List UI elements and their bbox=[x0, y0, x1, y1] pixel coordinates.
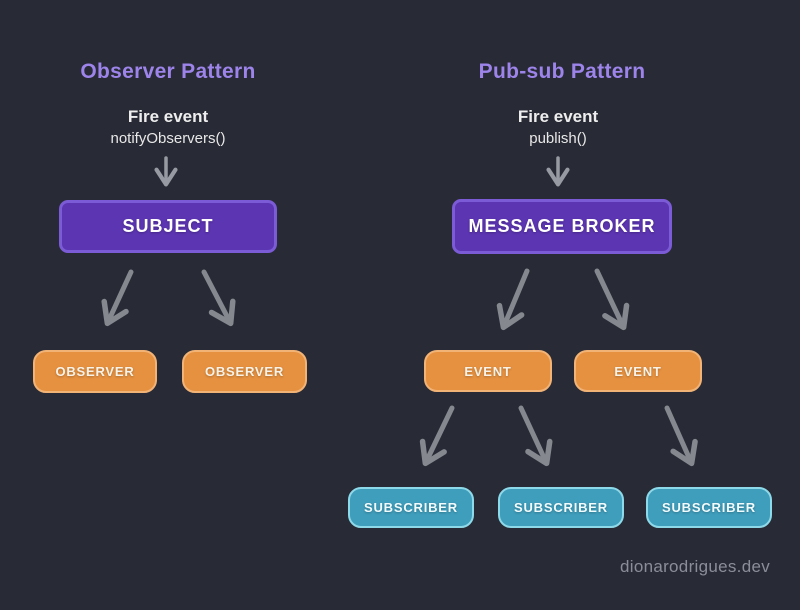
subscriber-node-label: SUBSCRIBER bbox=[364, 500, 458, 515]
subject-node-label: SUBJECT bbox=[122, 216, 214, 236]
arrow-diagonal-icon bbox=[201, 269, 236, 327]
subscriber-node-3: SUBSCRIBER bbox=[646, 487, 772, 528]
arrow-diagonal-icon bbox=[664, 405, 698, 467]
message-broker-node-label: MESSAGE BROKER bbox=[468, 216, 656, 236]
subscriber-node-label: SUBSCRIBER bbox=[514, 500, 608, 515]
observer-fire-method-label: notifyObservers() bbox=[110, 130, 226, 147]
subject-node: SUBJECT bbox=[59, 200, 277, 253]
pubsub-fire-event-label: Fire event bbox=[517, 107, 599, 126]
event-node-2: EVENT bbox=[574, 350, 702, 392]
message-broker-node: MESSAGE BROKER bbox=[452, 199, 672, 254]
event-node-label: EVENT bbox=[614, 363, 662, 379]
arrow-diagonal-icon bbox=[518, 405, 553, 467]
observer-node-2: OBSERVER bbox=[182, 350, 307, 393]
observer-node-1: OBSERVER bbox=[33, 350, 157, 393]
arrow-diagonal-icon bbox=[496, 268, 530, 331]
arrow-diagonal-icon bbox=[419, 405, 455, 467]
arrow-diagonal-icon bbox=[101, 269, 134, 327]
observer-pattern-title: Observer Pattern bbox=[80, 60, 256, 83]
event-node-label: EVENT bbox=[464, 363, 512, 379]
subscriber-node-label: SUBSCRIBER bbox=[662, 500, 756, 515]
pubsub-pattern-title: Pub-sub Pattern bbox=[478, 60, 646, 83]
observer-fire-event-label: Fire event bbox=[127, 107, 209, 126]
pubsub-fire-method-label: publish() bbox=[529, 130, 587, 147]
event-node-1: EVENT bbox=[424, 350, 552, 392]
observer-node-label: OBSERVER bbox=[204, 364, 285, 379]
watermark-text: dionarodrigues.dev bbox=[620, 557, 770, 576]
subscriber-node-2: SUBSCRIBER bbox=[498, 487, 624, 528]
arrow-diagonal-icon bbox=[594, 268, 630, 331]
subscriber-node-1: SUBSCRIBER bbox=[348, 487, 474, 528]
observer-node-label: OBSERVER bbox=[55, 364, 135, 379]
